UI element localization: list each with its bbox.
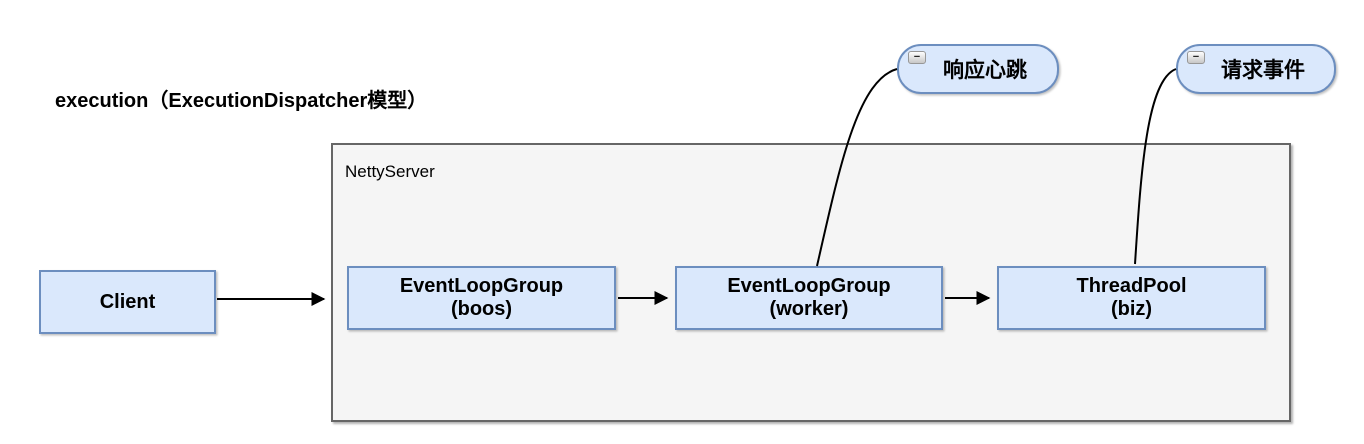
callout-request[interactable]: − 请求事件: [1176, 44, 1336, 94]
callout-heartbeat[interactable]: − 响应心跳: [897, 44, 1059, 94]
netty-server-label: NettyServer: [345, 162, 435, 181]
node-boos-label: EventLoopGroup: [399, 275, 564, 297]
callout-heartbeat-label: 响应心跳: [943, 59, 1027, 82]
node-threadpool-biz[interactable]: ThreadPool (biz): [997, 266, 1266, 330]
node-client[interactable]: Client: [39, 270, 216, 334]
callout-request-label: 请求事件: [1221, 59, 1305, 82]
collapse-minus-icon[interactable]: −: [1187, 51, 1205, 64]
node-eventloopgroup-worker[interactable]: EventLoopGroup (worker): [675, 266, 943, 330]
collapse-minus-icon[interactable]: −: [908, 51, 926, 64]
node-worker-sublabel: (worker): [769, 298, 849, 320]
diagram-title: execution（ExecutionDispatcher模型）: [55, 90, 428, 112]
node-threadpool-label: ThreadPool: [1076, 275, 1187, 297]
node-eventloopgroup-boos[interactable]: EventLoopGroup (boos): [347, 266, 616, 330]
node-worker-label: EventLoopGroup: [727, 275, 891, 297]
node-client-label: Client: [99, 290, 156, 313]
node-threadpool-sublabel: (biz): [1110, 298, 1153, 320]
node-boos-sublabel: (boos): [450, 298, 513, 320]
